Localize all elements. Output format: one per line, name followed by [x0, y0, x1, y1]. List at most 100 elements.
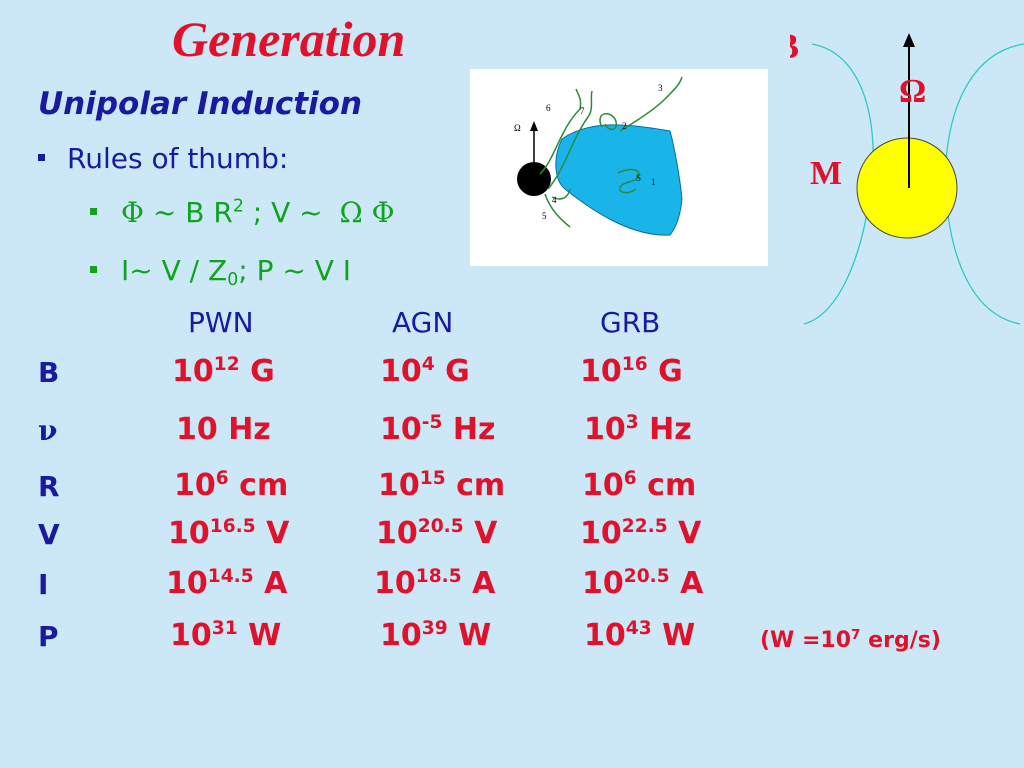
- value-cell: 1014.5 A: [166, 566, 287, 601]
- value-unit: A: [472, 566, 496, 601]
- value-unit: G: [250, 354, 275, 389]
- figure-label-3: 3: [658, 83, 663, 93]
- value-base: 10: [374, 566, 416, 601]
- value-unit: W: [458, 618, 492, 653]
- value-cell: 1020.5 V: [376, 516, 497, 551]
- magnetic-dipole-diagram: B Ω M: [775, 14, 1024, 334]
- bullet-square-icon: [38, 153, 45, 161]
- value-base: 10: [168, 516, 210, 551]
- row-label: B: [38, 356, 60, 389]
- value-base: 10: [582, 468, 624, 503]
- row-label: R: [38, 470, 60, 503]
- value-unit: V: [474, 516, 498, 551]
- slide-title: Generation: [172, 11, 406, 67]
- value-base: 10: [584, 618, 626, 653]
- phi-symbol: Φ: [121, 196, 144, 229]
- value-base: 10: [380, 618, 422, 653]
- figure-label-5: 5: [542, 211, 547, 221]
- value-exponent: 22.5: [621, 515, 668, 537]
- note-suffix: erg/s): [860, 628, 941, 653]
- value-base: 10: [166, 566, 208, 601]
- value-cell: 10-5 Hz: [380, 412, 495, 447]
- value-base: 10: [172, 354, 214, 389]
- value-unit: V: [678, 516, 702, 551]
- omega-label: Ω: [899, 73, 926, 110]
- value-unit: G: [445, 354, 470, 389]
- value-exponent: 20.5: [417, 515, 464, 537]
- value-exponent: 6: [623, 467, 637, 489]
- value-cell: 1039 W: [380, 618, 491, 653]
- value-exponent: -5: [421, 411, 443, 433]
- m-label: M: [810, 155, 842, 192]
- value-exponent: 16.5: [209, 515, 256, 537]
- value-cell: 1015 cm: [378, 468, 505, 503]
- value-cell: 106 cm: [582, 468, 696, 503]
- value-base: 10: [580, 516, 622, 551]
- rule2-text: I~ V / Z: [121, 254, 228, 287]
- figure-label-4: 4: [552, 195, 557, 205]
- column-header: GRB: [600, 306, 661, 339]
- value-base: 10: [580, 354, 622, 389]
- value-cell: 106 cm: [174, 468, 288, 503]
- watt-conversion-note: (W =107 erg/s): [760, 628, 941, 653]
- value-base: 10: [380, 412, 422, 447]
- omega-symbol: Ω: [339, 196, 363, 229]
- rule-current-power: I~ V / Z0; P ~ V I: [90, 254, 351, 291]
- value-exponent: 16: [621, 353, 648, 375]
- figure-label-s: S: [636, 173, 641, 183]
- pulsar-wind-figure: 7 6 3 2 Ω S 1 4 5: [470, 69, 768, 266]
- row-label: V: [38, 518, 60, 551]
- value-exponent: 3: [625, 411, 639, 433]
- value-unit: V: [266, 516, 290, 551]
- value-unit: A: [680, 566, 704, 601]
- value-base: 10: [170, 618, 212, 653]
- value-unit: Hz: [228, 412, 271, 447]
- value-exponent: 39: [421, 617, 448, 639]
- value-unit: W: [248, 618, 282, 653]
- value-unit: Hz: [649, 412, 692, 447]
- b-field-label: B: [790, 26, 799, 66]
- figure-label-2: 2: [622, 121, 627, 131]
- value-cell: 1031 W: [170, 618, 281, 653]
- value-base: 10: [378, 468, 420, 503]
- value-base: 10: [174, 468, 216, 503]
- value-exponent: 20.5: [623, 565, 670, 587]
- figure-label-omega: Ω: [514, 123, 521, 133]
- rule-flux-voltage: Φ ~ B R2 ; V ~ Ω Φ: [90, 196, 395, 229]
- value-exponent: 12: [213, 353, 240, 375]
- value-exponent: 4: [421, 353, 435, 375]
- phi-symbol-2: Φ: [371, 196, 395, 229]
- rule1-exponent: 2: [232, 196, 244, 217]
- value-cell: 1020.5 A: [582, 566, 703, 601]
- value-cell: 1012 G: [172, 354, 275, 389]
- value-unit: Hz: [452, 412, 496, 447]
- tilde-symbol: ~: [152, 196, 177, 229]
- rule2-subscript: 0: [227, 270, 239, 291]
- value-base: 10: [582, 566, 624, 601]
- rule1-text: B R: [185, 196, 233, 229]
- subtitle: Unipolar Induction: [38, 86, 363, 122]
- rule1-text2: ; V ~: [252, 196, 323, 229]
- bullet-rules-of-thumb: Rules of thumb:: [38, 142, 288, 175]
- value-unit: cm: [456, 468, 506, 503]
- value-exponent: 31: [211, 617, 238, 639]
- value-cell: 10 Hz: [176, 412, 271, 447]
- value-unit: A: [264, 566, 288, 601]
- bullet-square-icon: [90, 207, 97, 215]
- value-cell: 1022.5 V: [580, 516, 701, 551]
- value-exponent: 14.5: [207, 565, 254, 587]
- value-cell: 1016.5 V: [168, 516, 289, 551]
- figure-label-6: 6: [546, 103, 551, 113]
- row-label: I: [38, 568, 49, 601]
- figure-label-7: 7: [580, 106, 585, 116]
- value-unit: cm: [239, 468, 289, 503]
- value-unit: cm: [647, 468, 697, 503]
- column-header: PWN: [188, 306, 254, 339]
- bullet-square-icon: [90, 265, 97, 273]
- row-label: ν: [38, 414, 58, 447]
- note-prefix: (W =10: [760, 628, 852, 653]
- value-base: 10: [380, 354, 422, 389]
- value-cell: 103 Hz: [584, 412, 692, 447]
- value-cell: 104 G: [380, 354, 470, 389]
- value-base: 10: [584, 412, 626, 447]
